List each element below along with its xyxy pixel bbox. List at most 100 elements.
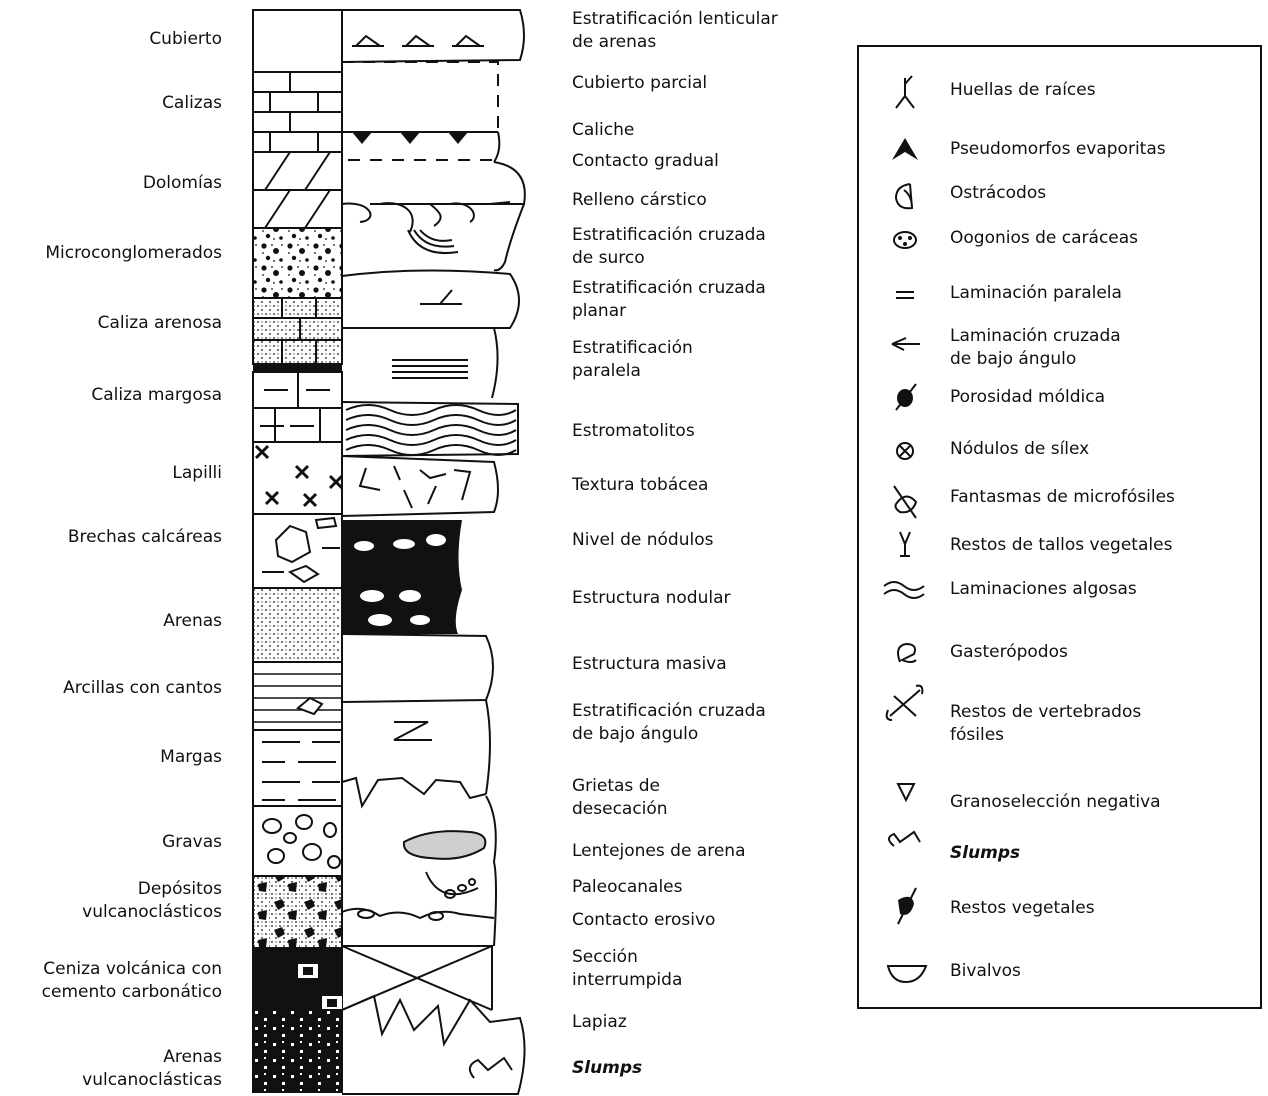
legend-label-line: Pseudomorfos evaporitas: [950, 138, 1260, 161]
structure-label: Cubierto parcial: [572, 72, 812, 95]
legend-label-line: Ostrácodos: [950, 182, 1260, 205]
structure-label-line: Estructura masiva: [572, 653, 812, 676]
legend-label: Laminación cruzada de bajo ángulo: [950, 325, 1260, 371]
lith-thin-dark-bed: [253, 364, 342, 372]
bed-outline: [486, 700, 490, 794]
legend-label-line: Huellas de raíces: [950, 79, 1260, 102]
nodule: [360, 590, 384, 602]
legend-label: Pseudomorfos evaporitas: [950, 138, 1260, 161]
lithology-label: Arcillas con cantos: [0, 677, 222, 700]
bed-outline: [370, 162, 525, 204]
lithology-label-line: Brechas calcáreas: [0, 526, 222, 549]
structure-label-line: Estratificación cruzada: [572, 224, 812, 247]
legend-label: Nódulos de sílex: [950, 438, 1260, 461]
legend-label-line: Bivalvos: [950, 960, 1260, 983]
stromatolite-lamina: [346, 405, 516, 415]
lithology-label-line: Cubierto: [0, 28, 222, 51]
lithology-label: Arenasvulcanoclásticas: [0, 1046, 222, 1092]
paleochannel-pebble: [469, 879, 475, 885]
lenticular-mark: [356, 36, 380, 46]
lithology-label: Caliza margosa: [0, 384, 222, 407]
structure-label: Paleocanales: [572, 876, 812, 899]
massive-bed: [342, 634, 493, 702]
stromatolite-lamina: [346, 435, 516, 445]
lithology-label-line: Arenas: [0, 610, 222, 633]
lithology-label-line: Caliza arenosa: [0, 312, 222, 335]
legend-label-line: Restos de tallos vegetales: [950, 534, 1260, 557]
bed-outline: [486, 796, 496, 946]
legend-label: Slumps: [950, 842, 1260, 865]
caliche-mark: [352, 132, 372, 144]
bed-outline: [494, 132, 499, 162]
legend-label: Oogonios de caráceas: [950, 227, 1260, 250]
legend-label: Porosidad móldica: [950, 386, 1260, 409]
lith-band-arenas: [253, 588, 342, 662]
structure-label-line: Relleno cárstico: [572, 189, 812, 212]
sand-lens: [404, 831, 486, 859]
legend-label-line: Granoselección negativa: [950, 791, 1260, 814]
structure-label: Textura tobácea: [572, 474, 812, 497]
structure-label-line: Paleocanales: [572, 876, 812, 899]
lithology-label: Cubierto: [0, 28, 222, 51]
bed-outline: [342, 402, 518, 456]
legend-label-line: de bajo ángulo: [950, 348, 1260, 371]
lithology-label-line: Depósitos: [0, 878, 222, 901]
structure-label-line: Estratificación cruzada: [572, 700, 812, 723]
lith-band-arcillas: [253, 662, 342, 730]
structure-label: Caliche: [572, 119, 812, 142]
low-angle-cross-bed: [394, 722, 432, 740]
lapiaz-outline: [342, 996, 525, 1094]
legend-label-line: Fantasmas de microfósiles: [950, 486, 1260, 509]
legend-label: Restos vegetales: [950, 897, 1260, 920]
legend-label-line: Oogonios de caráceas: [950, 227, 1260, 250]
tuffaceous-texture: [360, 466, 470, 508]
legend-label-line: Slumps: [950, 842, 1260, 865]
lithology-label: Dolomías: [0, 172, 222, 195]
legend-label: Bivalvos: [950, 960, 1260, 983]
bed-outline: [342, 328, 498, 398]
legend-label-line: Nódulos de sílex: [950, 438, 1260, 461]
legend-label-line: Laminación cruzada: [950, 325, 1260, 348]
bed-lenticular: [342, 10, 524, 62]
caliche-mark: [400, 132, 420, 144]
lithology-label-line: Dolomías: [0, 172, 222, 195]
lithology-label-line: Arenas: [0, 1046, 222, 1069]
paleochannel-pebble: [458, 885, 466, 891]
legend-label: Restos de tallos vegetales: [950, 534, 1260, 557]
structure-label-line: de bajo ángulo: [572, 723, 812, 746]
lithology-label: Arenas: [0, 610, 222, 633]
structure-label-line: Sección: [572, 946, 812, 969]
nodule: [393, 539, 415, 549]
legend-label: Laminación paralela: [950, 282, 1260, 305]
structure-label: Nivel de nódulos: [572, 529, 812, 552]
structure-label-line: Textura tobácea: [572, 474, 812, 497]
stromatolite-lamina: [346, 445, 516, 455]
structure-label-line: paralela: [572, 360, 812, 383]
ash-cement-mark: [303, 967, 313, 975]
legend-label: Granoselección negativa: [950, 791, 1260, 814]
lithology-label: Lapilli: [0, 462, 222, 485]
legend-label-line: Restos vegetales: [950, 897, 1260, 920]
legend-label-line: Restos de vertebrados: [950, 701, 1260, 724]
lithology-label: Microconglomerados: [0, 242, 222, 265]
lithology-label-line: Calizas: [0, 92, 222, 115]
lith-band-caliza-arenosa: [253, 298, 342, 364]
structure-label-line: Cubierto parcial: [572, 72, 812, 95]
lith-band-depositos-vulcanoclasticos: [253, 876, 342, 948]
structure-label: Lentejones de arena: [572, 840, 812, 863]
legend-label-line: Laminaciones algosas: [950, 578, 1260, 601]
desiccation-cracks: [342, 778, 486, 806]
trough-cross-bed: [408, 230, 458, 253]
planar-cross-bed: [440, 290, 452, 304]
structure-label: Relleno cárstico: [572, 189, 812, 212]
structure-label: Estratificación lenticularde arenas: [572, 8, 812, 54]
lithology-label: Caliza arenosa: [0, 312, 222, 335]
legend-label: Fantasmas de microfósiles: [950, 486, 1260, 509]
lithology-label-line: vulcanoclásticas: [0, 1069, 222, 1092]
structure-label-line: desecación: [572, 798, 812, 821]
structure-label: Estromatolitos: [572, 420, 812, 443]
legend-label: Gasterópodos: [950, 641, 1260, 664]
karst-fill: [342, 202, 510, 232]
